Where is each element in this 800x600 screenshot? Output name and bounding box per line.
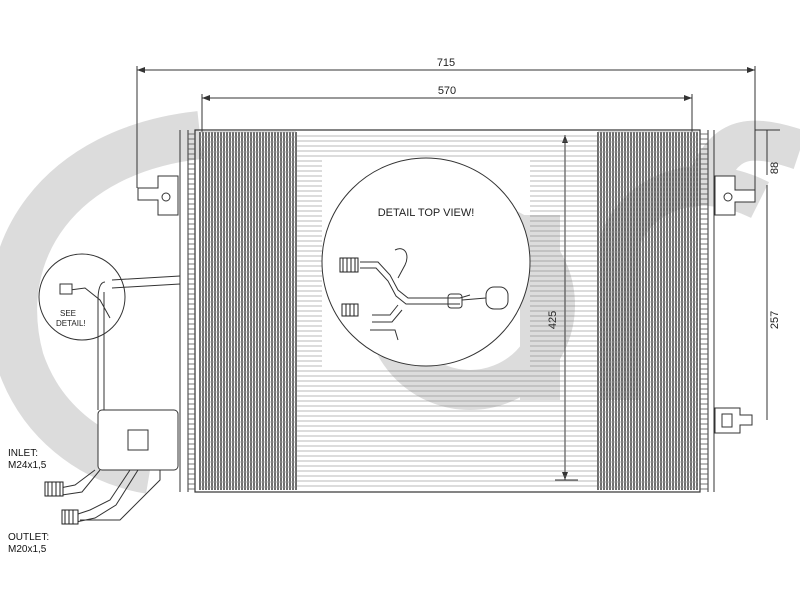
left-tank-ticks [188,133,195,490]
detail-top-view-circle [321,157,531,367]
fin-region-left [199,131,297,490]
inlet-title: INLET: [8,448,39,459]
inlet-spec: M24x1,5 [8,460,47,471]
see-detail-label-line2: DETAIL! [56,319,86,328]
left-top-bracket [137,175,179,216]
tube-lines [296,135,598,487]
receiver-drier [97,275,181,471]
dimension-bracket-spacing: 257 [769,311,781,329]
see-detail-circle [38,253,126,341]
dimension-core-height: 425 [547,311,559,329]
core-frame [194,129,701,493]
dimension-core-width: 570 [438,85,456,97]
outlet-title: OUTLET: [8,532,50,543]
right-bottom-bracket [714,407,753,434]
dimension-overall-width: 715 [437,57,455,69]
outlet-fitting [61,509,79,525]
inlet-outlet-pipes [59,469,161,523]
right-tank-ticks [700,133,708,490]
dimension-bracket-offset: 88 [769,162,781,174]
see-detail-label-line1: SEE [60,309,76,318]
fin-region-right [597,131,698,490]
right-top-bracket [714,175,756,216]
dimension-lines [136,66,780,481]
inlet-fitting [44,481,64,497]
outlet-spec: M20x1,5 [8,544,47,555]
detail-top-view-label: DETAIL TOP VIEW! [378,207,475,219]
